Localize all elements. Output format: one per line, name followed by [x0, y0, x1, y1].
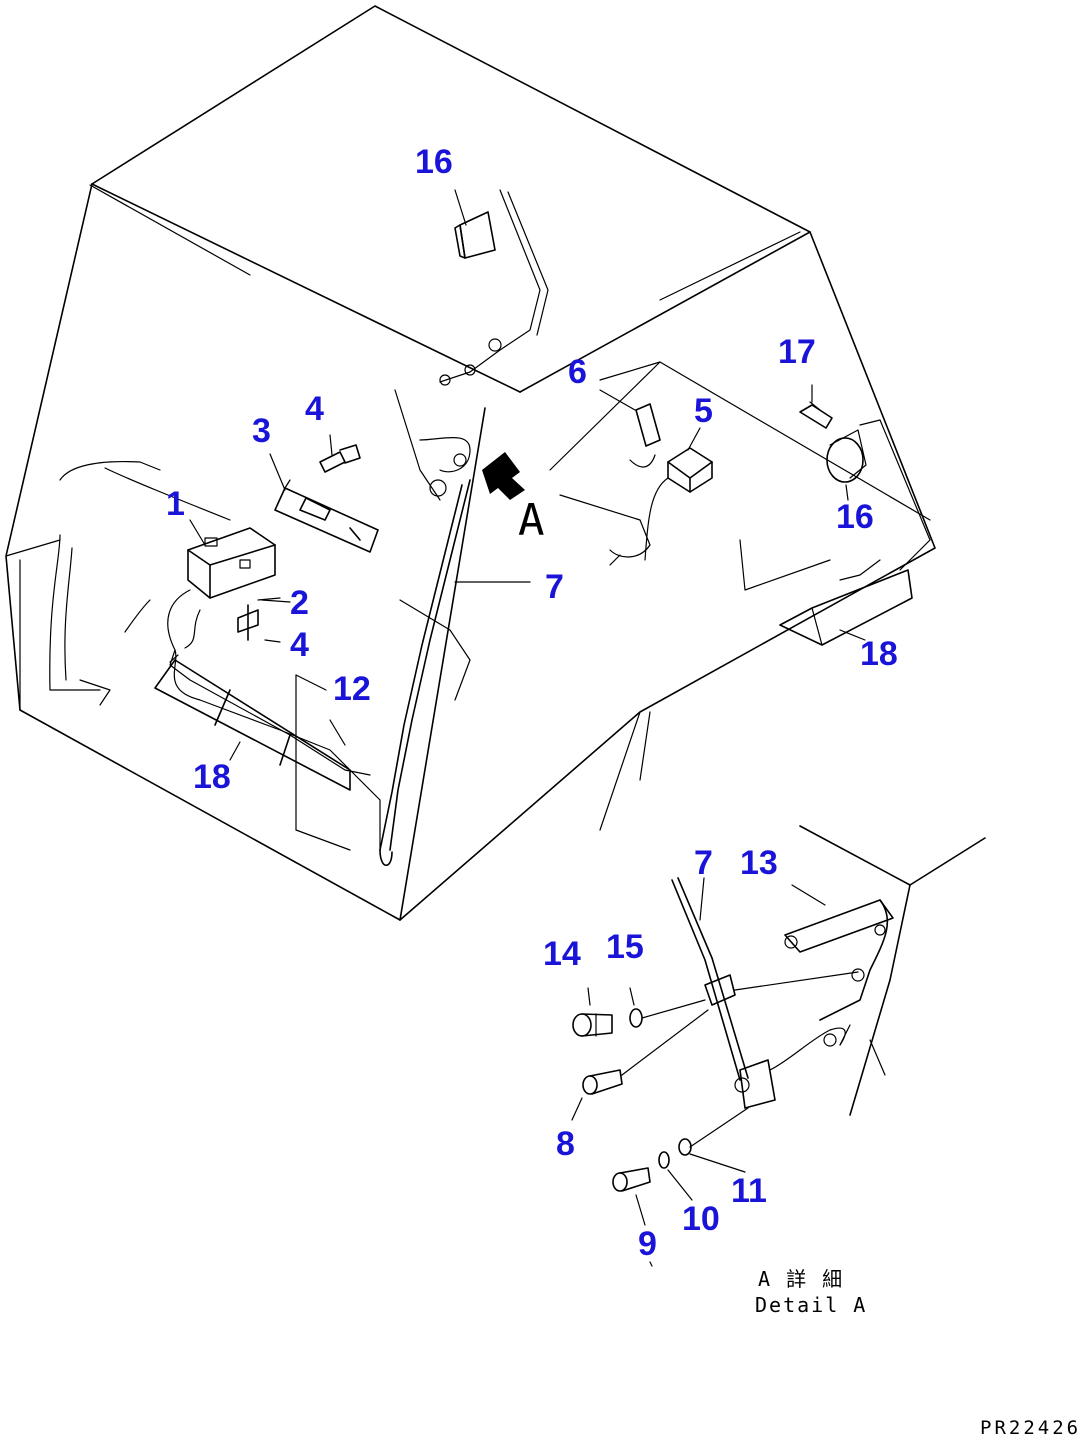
callout-8: 8 [556, 1125, 575, 1163]
callout-4-upper: 4 [305, 390, 324, 428]
part-1-switch-box [187, 527, 276, 599]
part-8-bolt [582, 1009, 709, 1095]
callout-13: 13 [740, 844, 778, 882]
callout-4-lower: 4 [290, 626, 309, 664]
callout-5: 5 [694, 392, 713, 430]
part-18-left-tube [154, 654, 351, 791]
view-a-label: A [518, 495, 545, 546]
callout-7-main: 7 [545, 568, 564, 606]
part-16-right-pad [826, 419, 931, 571]
view-a-arrow [482, 452, 525, 500]
part-4-upper-bolt [319, 444, 361, 473]
part-2-and-4-bolt [237, 597, 281, 641]
part-14-pin [572, 1013, 613, 1037]
part-17-bolt [799, 401, 833, 429]
callout-15: 15 [606, 928, 644, 966]
switch-harness [124, 589, 381, 851]
part-6-connector [629, 403, 661, 468]
part-15-washer [629, 999, 706, 1028]
part-18-right-tube [779, 559, 913, 646]
upper-lever-assembly [394, 189, 549, 501]
drawing-code: PR22426 [980, 1417, 1081, 1439]
callout-9: 9 [638, 1225, 657, 1263]
callout-14: 14 [543, 935, 581, 973]
callout-1: 1 [166, 485, 185, 523]
detail-caption-jp: A 詳 細 [758, 1267, 844, 1291]
callout-11: 11 [731, 1172, 767, 1210]
callout-7-detail: 7 [694, 844, 713, 882]
callout-18-right: 18 [860, 635, 898, 673]
callout-17: 17 [778, 333, 816, 371]
callout-16-right: 16 [836, 498, 874, 536]
part-11-washer [678, 1107, 749, 1156]
part-3-bracket [274, 479, 379, 553]
detail-a-outline [799, 825, 986, 1116]
part-7-control-rod [379, 479, 471, 867]
callout-10: 10 [682, 1200, 720, 1238]
callout-18-left: 18 [193, 758, 231, 796]
main-leaders [189, 189, 866, 851]
detail-leaders [571, 877, 826, 1267]
part-16-upper-pad [454, 211, 496, 259]
detail-caption-en: Detail A [755, 1293, 867, 1317]
callout-12: 12 [333, 670, 371, 708]
part-7-detail-rod [671, 877, 859, 1081]
callout-6: 6 [568, 353, 587, 391]
left-console [49, 461, 471, 706]
cab-outline [5, 5, 936, 921]
part-5-switch-box [644, 447, 713, 561]
right-console [549, 361, 931, 591]
callout-3: 3 [252, 412, 271, 450]
part-13-bracket [784, 899, 894, 1021]
lower-lever [734, 1024, 851, 1109]
callout-2: 2 [290, 584, 309, 622]
part-9-bolt [612, 1167, 651, 1192]
part-10-washer [658, 1151, 670, 1169]
callout-16-upper: 16 [415, 143, 453, 181]
